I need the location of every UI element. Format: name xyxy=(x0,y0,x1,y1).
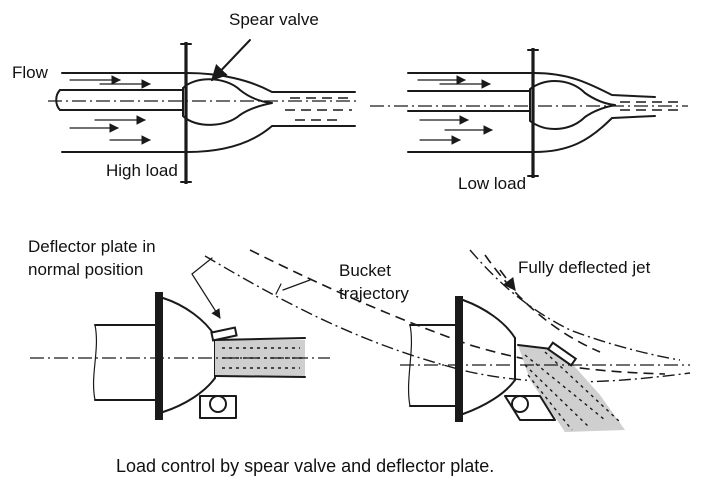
low-load-nozzle xyxy=(370,48,688,178)
label-bucket-line2: trajectory xyxy=(339,284,409,303)
deflector-full-nozzle xyxy=(400,296,690,432)
label-flow: Flow xyxy=(12,63,48,82)
label-high-load: High load xyxy=(106,161,178,180)
label-low-load: Low load xyxy=(458,174,527,193)
deflector-normal-nozzle xyxy=(30,292,330,420)
label-deflector-line2: normal position xyxy=(28,260,144,279)
label-bucket-line1: Bucket xyxy=(339,261,391,280)
label-fully-deflected: Fully deflected jet xyxy=(518,258,651,277)
high-load-nozzle xyxy=(48,39,358,184)
label-spear-valve: Spear valve xyxy=(229,10,319,29)
diagram-caption: Load control by spear valve and deflecto… xyxy=(116,456,495,476)
label-deflector-line1: Deflector plate in xyxy=(28,237,156,256)
